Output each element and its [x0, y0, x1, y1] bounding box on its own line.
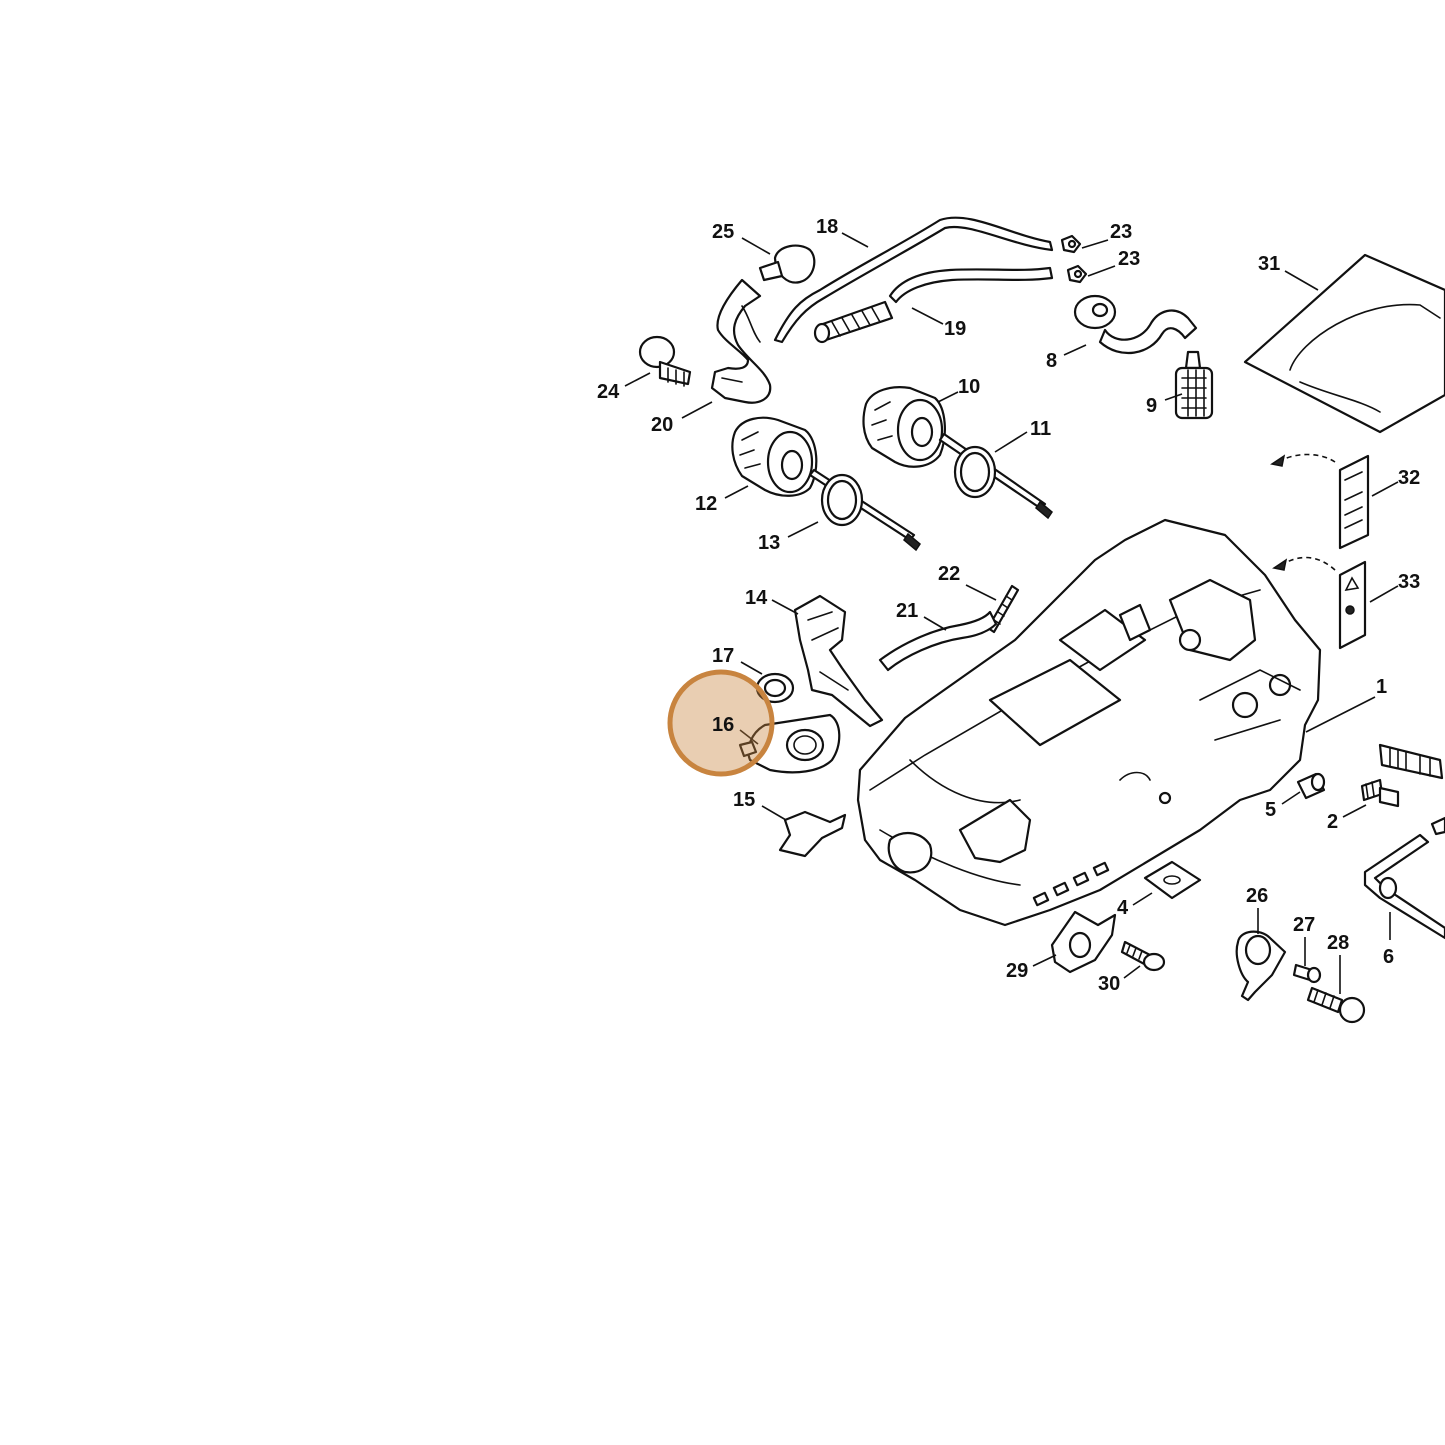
leader-lines	[624, 232, 1399, 994]
callout-21[interactable]: 21	[896, 600, 918, 622]
callout-28[interactable]: 28	[1327, 932, 1349, 954]
part-6-bar[interactable]	[1363, 816, 1445, 940]
arrowhead-33	[1272, 558, 1288, 571]
callout-17[interactable]: 17	[712, 645, 734, 667]
callout-16[interactable]: 16	[712, 714, 734, 736]
part-18-hose[interactable]	[773, 216, 1054, 344]
callout-18[interactable]: 18	[816, 216, 838, 238]
callout-22[interactable]: 22	[938, 563, 960, 585]
part-8-pickup-hose[interactable]	[1073, 294, 1198, 355]
arrowhead-32	[1270, 454, 1286, 467]
part-20-bracket[interactable]	[710, 278, 772, 404]
callout-25[interactable]: 25	[712, 221, 734, 243]
callout-27[interactable]: 27	[1293, 914, 1315, 936]
part-25-grommet[interactable]	[758, 244, 816, 284]
part-31-cover[interactable]	[1243, 253, 1445, 434]
part-27-screw[interactable]	[1292, 963, 1322, 984]
part-23-fitting-b[interactable]	[1066, 264, 1088, 284]
arrow-32	[1277, 453, 1336, 463]
callout-20[interactable]: 20	[651, 414, 673, 436]
part-2-screw[interactable]	[1360, 778, 1400, 808]
callout-12[interactable]: 12	[695, 493, 717, 515]
callout-1[interactable]: 1	[1376, 676, 1387, 698]
callout-11[interactable]: 11	[1030, 418, 1051, 440]
part-22-pin[interactable]	[986, 584, 1020, 634]
callout-24[interactable]: 24	[597, 381, 620, 403]
part-11-oring[interactable]	[953, 445, 997, 499]
callout-19[interactable]: 19	[944, 318, 966, 340]
callout-23-a[interactable]: 23	[1110, 221, 1132, 243]
part-9-filter[interactable]	[1174, 350, 1214, 420]
callout-15[interactable]: 15	[733, 789, 755, 811]
part-29-bracket[interactable]	[1050, 910, 1117, 974]
part-13-oring[interactable]	[820, 473, 864, 527]
part-4-pad[interactable]	[1143, 860, 1202, 900]
callout-6[interactable]: 6	[1383, 946, 1394, 968]
part-1-housing[interactable]	[856, 518, 1322, 927]
part-15-clip[interactable]	[778, 810, 847, 858]
part-21-hose[interactable]	[878, 610, 998, 672]
part-14-guard[interactable]	[793, 594, 884, 728]
callout-30[interactable]: 30	[1098, 973, 1120, 995]
highlight-circle	[667, 669, 775, 777]
callout-32[interactable]: 32	[1398, 467, 1420, 489]
callout-33[interactable]: 33	[1398, 571, 1420, 593]
part-10-carrier[interactable]	[862, 386, 1053, 520]
callout-labels: 1 2 4 5 6 8 9 10 11 12 13 14 15 16 17 18…	[597, 216, 1420, 995]
callout-26[interactable]: 26	[1246, 885, 1268, 907]
callout-31[interactable]: 31	[1258, 253, 1280, 275]
callout-29[interactable]: 29	[1006, 960, 1028, 982]
callout-14[interactable]: 14	[745, 587, 768, 609]
part-19-hose[interactable]	[813, 266, 1054, 344]
callout-10[interactable]: 10	[958, 376, 980, 398]
part-26-cam[interactable]	[1235, 930, 1287, 1002]
callout-4[interactable]: 4	[1117, 897, 1129, 919]
part-32-label[interactable]	[1338, 454, 1370, 550]
part-28-screw[interactable]	[1306, 986, 1366, 1024]
part-24-plug[interactable]	[638, 335, 692, 387]
part-23-fitting-a[interactable]	[1060, 234, 1082, 254]
part-30-screw[interactable]	[1120, 940, 1166, 972]
part-5-bolt[interactable]	[1296, 772, 1326, 800]
callout-9[interactable]: 9	[1146, 395, 1157, 417]
callout-5[interactable]: 5	[1265, 799, 1276, 821]
stud-bolt[interactable]	[1378, 743, 1444, 780]
callout-13[interactable]: 13	[758, 532, 780, 554]
callout-8[interactable]: 8	[1046, 350, 1057, 372]
callout-23-b[interactable]: 23	[1118, 248, 1140, 270]
arrow-33	[1279, 556, 1336, 571]
callout-2[interactable]: 2	[1327, 811, 1338, 833]
part-33-label[interactable]	[1338, 560, 1367, 650]
